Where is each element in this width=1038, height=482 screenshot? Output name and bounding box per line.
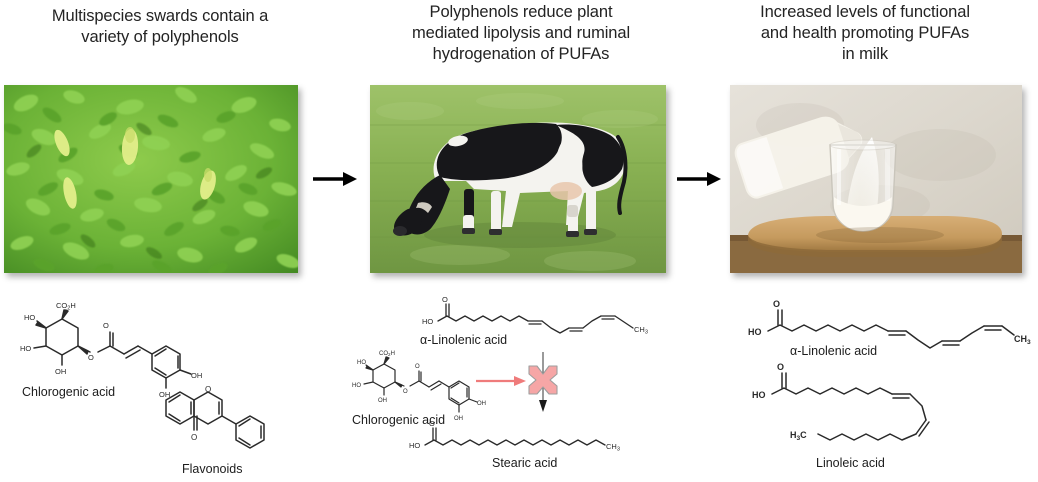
alpha-linolenic-acid-label: α-Linolenic acid — [420, 333, 508, 347]
right-molecule-drawings: O HO CH3 O HO — [748, 299, 1031, 442]
atom-H3C: H3C — [790, 430, 807, 442]
flow-arrow-1 — [312, 168, 358, 190]
panel-2-heading: Polyphenols reduce plant mediated lipoly… — [356, 2, 686, 65]
atom-O: O — [191, 433, 197, 442]
atom-CO2H: CO2H — [56, 301, 76, 312]
multispecies-sward-photo — [4, 85, 298, 273]
stearic-acid-structure — [424, 427, 606, 446]
flow-arrow-2 — [676, 168, 722, 190]
alpha-linolenic-acid-structure — [437, 303, 634, 334]
atom-OH: OH — [477, 401, 486, 407]
atom-HO: HO — [752, 390, 766, 400]
atom-O: O — [88, 353, 94, 362]
arrow-right-icon — [677, 172, 721, 186]
mid-molecule-drawings: O HO CH3 — [352, 295, 648, 453]
chlorogenic-acid-structure — [363, 356, 478, 413]
panel-3-heading-line-1: Increased levels of functional — [760, 3, 970, 21]
flavonoid-atom-labels: O O — [191, 385, 211, 442]
atom-HO: HO — [24, 313, 35, 322]
atom-CH3: CH3 — [1014, 334, 1031, 346]
atom-OH: OH — [159, 390, 170, 399]
panel-2-heading-line-3: hydrogenation of PUFAs — [432, 45, 610, 63]
chlorogenic-acid-structure — [33, 309, 192, 389]
right-panel-molecules: O HO CH3 O HO — [694, 288, 1038, 482]
atom-O: O — [442, 295, 448, 304]
alpha-linolenic-acid-structure — [767, 309, 1015, 349]
flavonoids-label: Flavonoids — [182, 462, 243, 476]
atom-OH: OH — [55, 367, 66, 376]
panel-3-heading: Increased levels of functional and healt… — [700, 2, 1030, 65]
left-panel-molecules: HO CO2H HO OH O O OH OH — [0, 288, 330, 482]
atom-CH3: CH3 — [606, 442, 620, 453]
panel-2-heading-line-1: Polyphenols reduce plant — [429, 3, 613, 21]
flavonoid-isoflavone-structure — [165, 391, 265, 449]
stearic-acid-label: Stearic acid — [492, 456, 558, 470]
atom-OH: OH — [191, 371, 202, 380]
atom-HO: HO — [357, 360, 366, 366]
panel-1-heading-line-1: Multispecies swards contain a — [51, 7, 269, 25]
mid-panel-molecules: O HO CH3 — [346, 288, 692, 482]
atom-O: O — [403, 389, 408, 395]
atom-O: O — [777, 362, 784, 372]
atom-HO: HO — [20, 344, 31, 353]
milk-image-content — [730, 85, 1022, 273]
panel-1-heading-line-2: variety of polyphenols — [81, 28, 239, 46]
atom-HO: HO — [422, 317, 433, 326]
cow-image-content — [370, 85, 666, 273]
atom-HO: HO — [352, 383, 361, 389]
panel-3-heading-line-2: and health promoting PUFAs — [760, 24, 970, 42]
chlorogenic-acid-atom-labels: HO CO2H HO OH O O OH OH — [20, 301, 202, 399]
linoleic-acid-structure — [771, 372, 930, 441]
atom-OH: OH — [378, 398, 387, 404]
linoleic-acid-atom-labels: O HO H3C — [752, 362, 807, 442]
stearic-acid-atom-labels: O HO CH3 — [409, 419, 620, 453]
linoleic-acid-label: Linoleic acid — [816, 456, 885, 470]
panel-2-heading-line-2: mediated lipolysis and ruminal — [411, 24, 631, 42]
atom-HO: HO — [748, 327, 762, 337]
left-molecule-drawings: HO CO2H HO OH O O OH OH — [20, 301, 265, 449]
arrow-right-icon — [313, 172, 357, 186]
panel-3-heading-line-3: in milk — [841, 45, 889, 63]
milk-pouring-photo — [730, 85, 1022, 273]
atom-O: O — [773, 299, 780, 309]
alpha-linolenic-acid-atom-labels: O HO CH3 — [748, 299, 1031, 346]
inhibition-arrow-red — [476, 376, 526, 386]
atom-O: O — [205, 385, 211, 394]
atom-CO2H: CO2H — [379, 351, 395, 357]
sward-image-content — [4, 85, 298, 273]
atom-O: O — [103, 321, 109, 330]
atom-O: O — [415, 364, 420, 370]
grazing-cow-photo — [370, 85, 666, 273]
panel-1-heading: Multispecies swards contain a variety of… — [0, 6, 320, 48]
atom-CH3: CH3 — [634, 325, 648, 336]
chlorogenic-acid-atom-labels: HO CO2H HO OH O O OH OH — [352, 351, 486, 422]
chlorogenic-acid-label: Chlorogenic acid — [352, 413, 446, 427]
atom-O: O — [429, 419, 435, 428]
atom-OH: OH — [454, 416, 463, 422]
alpha-linolenic-acid-atom-labels: O HO CH3 — [422, 295, 648, 336]
alpha-linolenic-acid-label: α-Linolenic acid — [790, 344, 878, 358]
chlorogenic-acid-label: Chlorogenic acid — [22, 385, 116, 399]
atom-HO: HO — [409, 441, 420, 450]
blocked-cross-icon — [528, 365, 558, 395]
cow-silhouette — [393, 122, 628, 237]
